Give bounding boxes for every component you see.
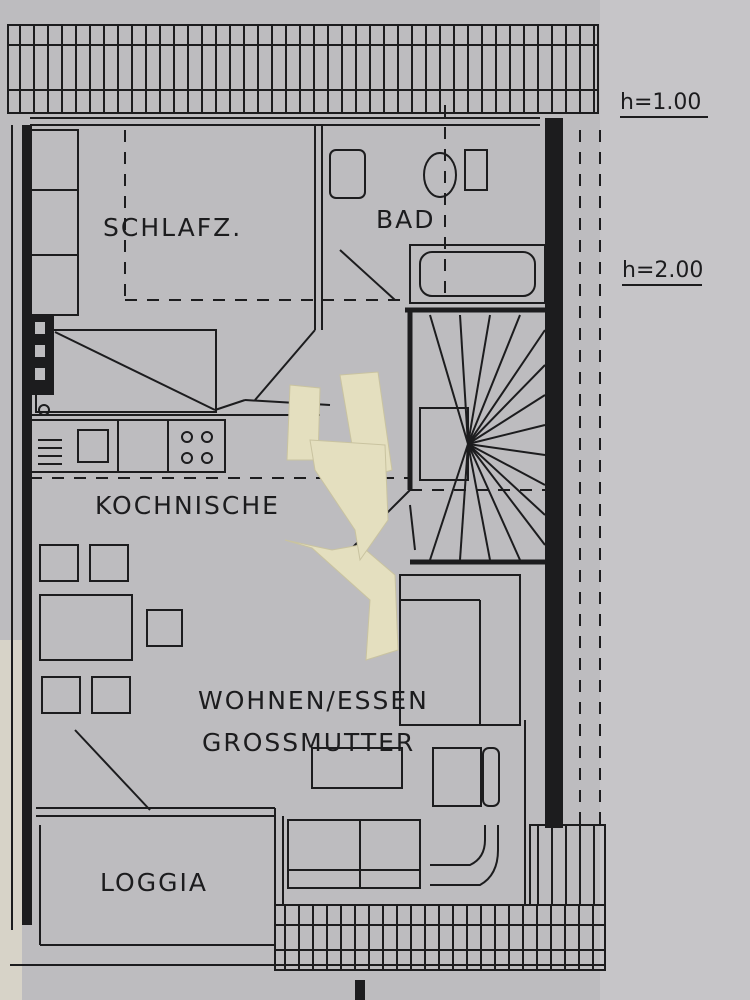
roof-hatch-top xyxy=(7,24,599,114)
room-label-schlafz: SCHLAFZ. xyxy=(103,213,243,242)
edge-mark xyxy=(355,980,365,1000)
roof-hatch-bottom xyxy=(274,824,606,971)
interior-walls xyxy=(30,117,555,946)
kitchen-counter xyxy=(29,404,226,473)
living-furniture xyxy=(287,574,526,905)
staircase xyxy=(349,314,546,561)
masking-tape xyxy=(284,371,399,661)
room-label-grossmutter: GROSSMUTTER xyxy=(202,728,416,757)
height-label-1: h=1.00 xyxy=(620,92,708,118)
room-label-kochnische: KOCHNISCHE xyxy=(95,491,280,520)
room-label-wohnen-essen: WOHNEN/ESSEN xyxy=(198,686,429,715)
room-label-bad: BAD xyxy=(376,205,436,234)
height-label-2: h=2.00 xyxy=(622,260,703,286)
dining-set xyxy=(39,544,183,811)
bathroom-fixtures xyxy=(329,149,546,304)
room-label-loggia: LOGGIA xyxy=(100,868,208,897)
window-gaps xyxy=(35,322,45,380)
